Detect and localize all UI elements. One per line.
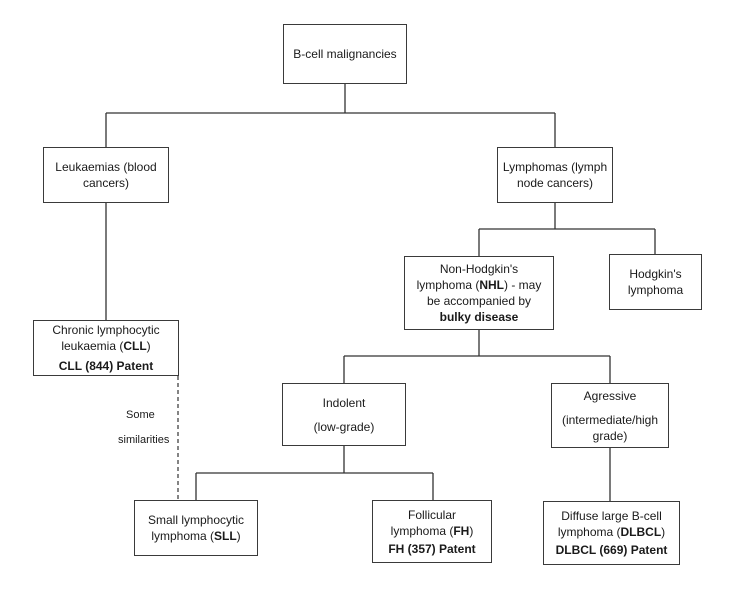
patent-label: FH (357) Patent [388, 541, 476, 556]
node-indolent: Indolent (low-grade) [282, 383, 406, 446]
node-label-line: Leukaemias (blood [55, 160, 157, 174]
node-chronic-lymphocytic-leukaemia: Chronic lymphocytic leukaemia (CLL) CLL … [33, 320, 179, 376]
patent-label: CLL (844) Patent [58, 359, 154, 373]
node-non-hodgkins-lymphoma: Non-Hodgkin's lymphoma (NHL) - may be ac… [404, 256, 554, 330]
node-label-line: Lymphomas (lymph [502, 160, 608, 174]
node-label-line: cancers) [82, 176, 129, 190]
bulky-disease-label: bulky disease [439, 310, 519, 324]
node-label-line: (intermediate/high [561, 412, 659, 427]
node-agressive: Agressive (intermediate/high grade) [551, 383, 669, 448]
node-small-lymphocytic-lymphoma: Small lymphocytic lymphoma (SLL) [134, 500, 258, 556]
node-label-line: Non-Hodgkin's [439, 262, 519, 276]
node-label: B-cell malignancies [293, 47, 397, 61]
node-hodgkins-lymphoma: Hodgkin's lymphoma [609, 254, 702, 310]
node-label-line: (low-grade) [313, 419, 375, 434]
node-label-line: lymphoma (DLBCL) [557, 525, 666, 539]
node-label-line: Indolent [322, 395, 366, 410]
node-label-line: lymphoma (NHL) - may [416, 278, 542, 292]
node-label-line: leukaemia (CLL) [61, 339, 151, 353]
node-label-line: Follicular [407, 507, 456, 522]
annotation-some: Some [126, 409, 155, 421]
node-diffuse-large-b-cell-lymphoma: Diffuse large B-cell lymphoma (DLBCL) DL… [543, 501, 680, 565]
annotation-similarities: similarities [118, 434, 170, 446]
node-follicular-lymphoma: Follicular lymphoma (FH) FH (357) Patent [372, 500, 492, 563]
node-label-line: be accompanied by [426, 294, 532, 308]
node-label-line: Diffuse large B-cell [561, 509, 662, 523]
node-lymphomas: Lymphomas (lymph node cancers) [497, 147, 613, 203]
node-label-line: Agressive [583, 388, 637, 403]
node-label-line: Hodgkin's [629, 267, 682, 281]
node-label-line: lymphoma (FH) [390, 523, 474, 538]
node-b-cell-malignancies: B-cell malignancies [283, 24, 407, 84]
node-label-line: Chronic lymphocytic [52, 323, 160, 337]
node-label-line: lymphoma (SLL) [151, 529, 241, 543]
patent-label: DLBCL (669) Patent [555, 543, 668, 557]
node-label-line: grade) [592, 428, 628, 443]
node-label-line: Small lymphocytic [147, 513, 245, 527]
node-label-line: node cancers) [516, 176, 594, 190]
node-label-line: lymphoma [627, 283, 684, 297]
node-leukaemias: Leukaemias (blood cancers) [43, 147, 169, 203]
